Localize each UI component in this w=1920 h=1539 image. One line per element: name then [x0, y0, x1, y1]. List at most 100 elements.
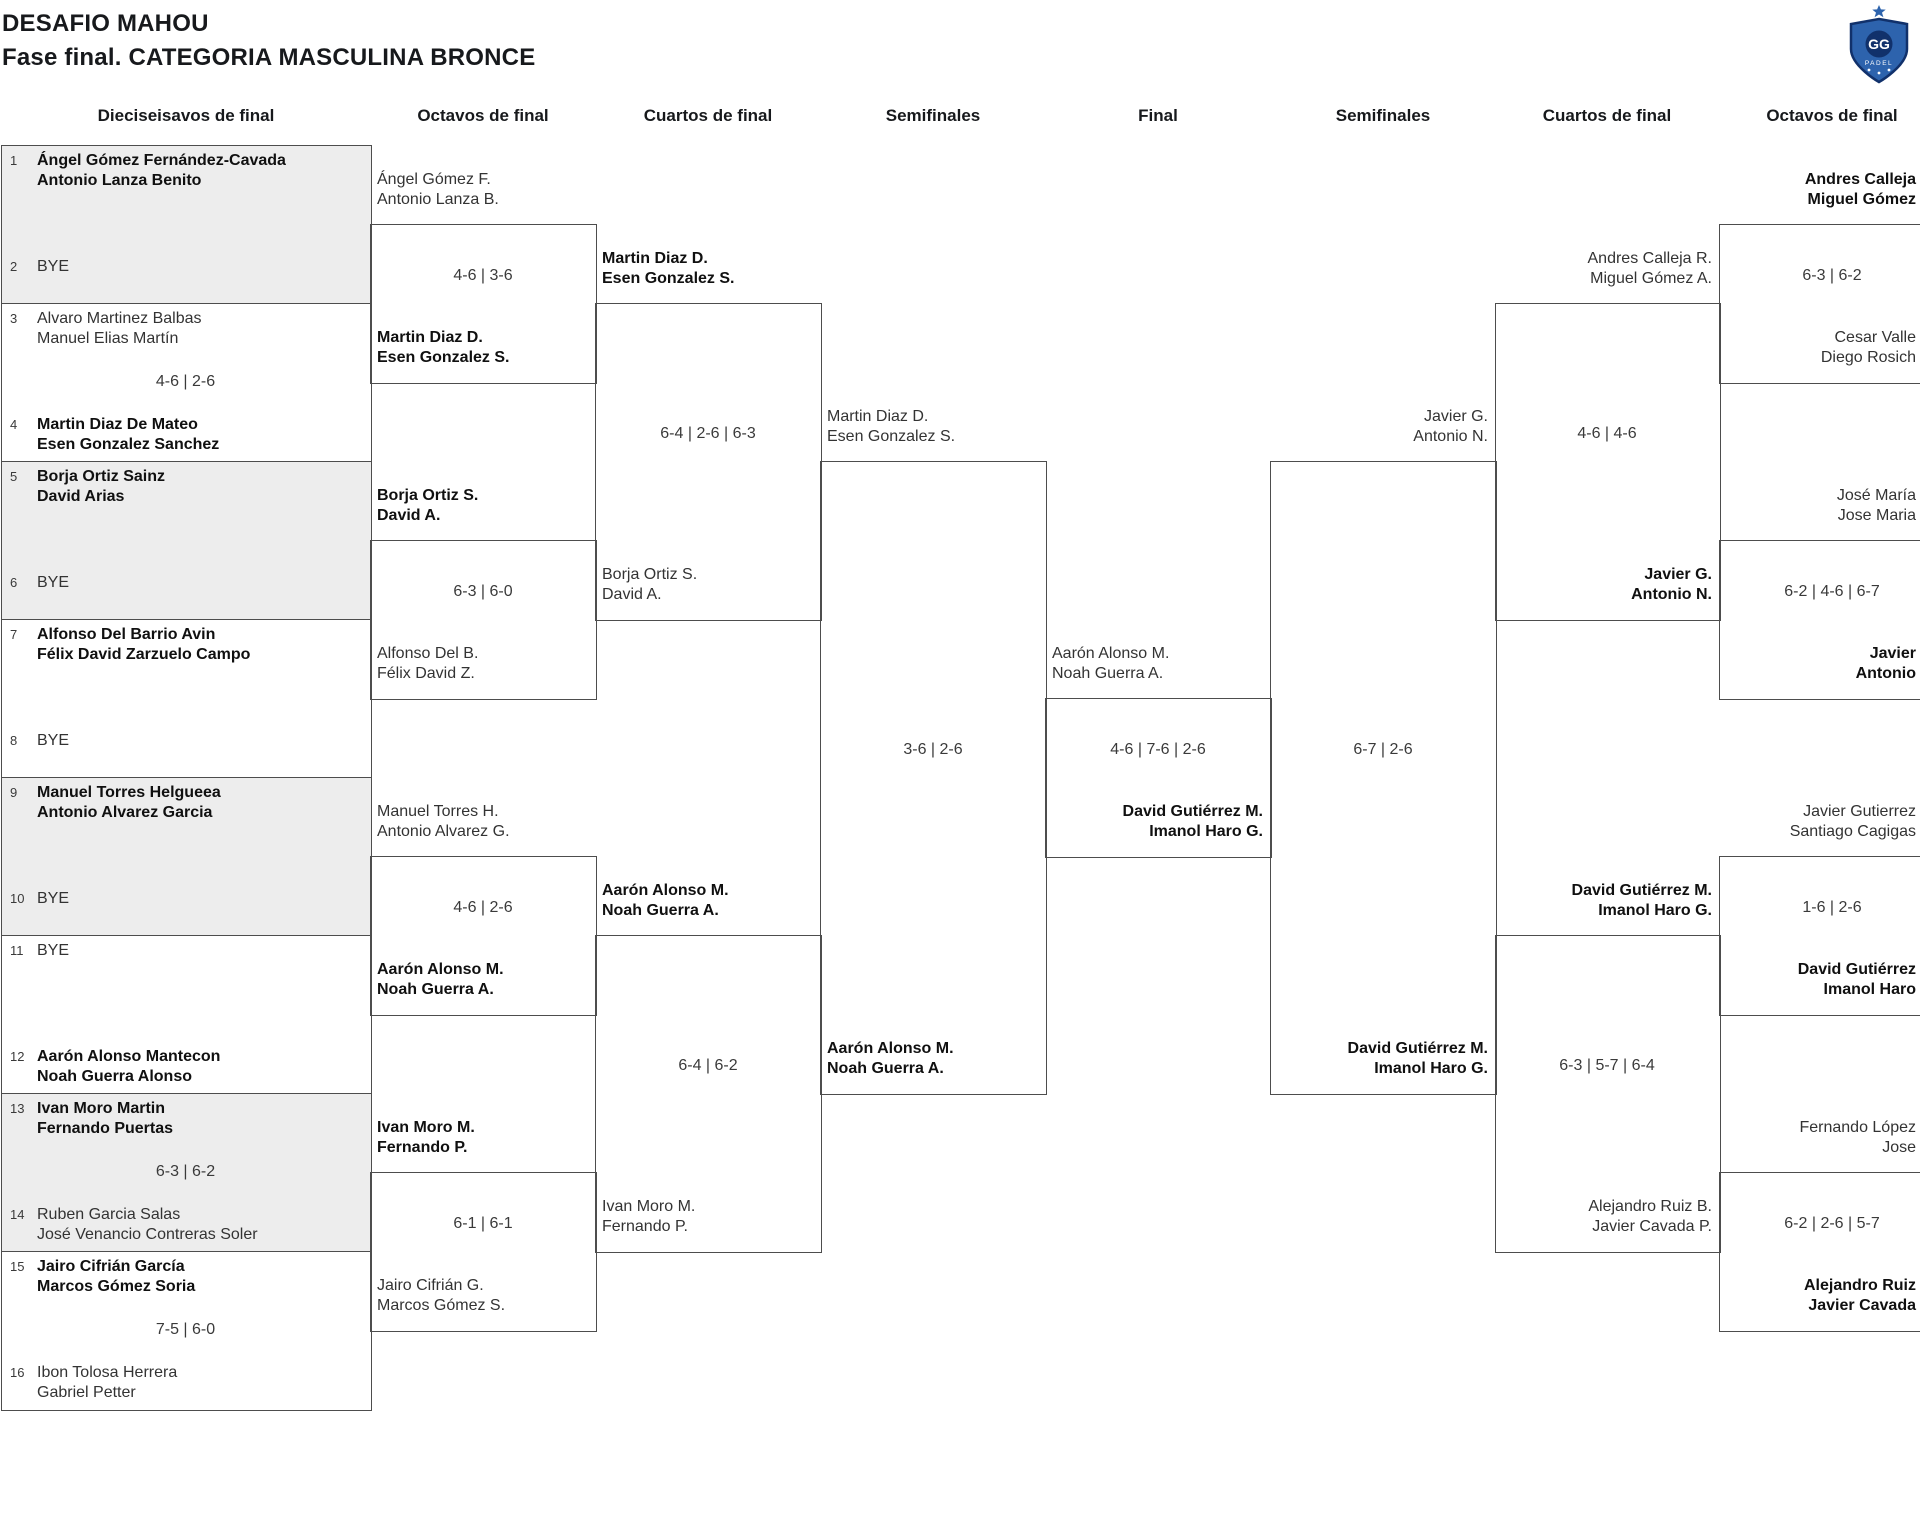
- match-score: 6-1 | 6-1: [453, 1215, 513, 1232]
- round-header: Cuartos de final: [643, 106, 773, 125]
- match-score: 6-4 | 6-2: [678, 1057, 738, 1074]
- logo-dot: [1867, 68, 1871, 72]
- seed-number: 8: [10, 733, 18, 748]
- match-box: [1, 461, 372, 621]
- match-score: 6-3 | 5-7 | 6-4: [1559, 1057, 1655, 1074]
- bye-label: BYE: [37, 574, 70, 591]
- logo-dot: [1887, 68, 1891, 72]
- team-name: Javier G.Antonio N.: [1631, 566, 1712, 603]
- round-header: Dieciseisavos de final: [97, 106, 275, 125]
- team-name: Javier G.Antonio N.: [1413, 408, 1488, 445]
- tournament-title: DESAFIO MAHOU: [2, 10, 209, 37]
- team-name: Alfonso Del B.Félix David Z.: [377, 645, 479, 682]
- match-score: 6-3 | 6-2: [1802, 267, 1862, 284]
- match-connector: [820, 461, 1047, 1095]
- team-name: David Gutiérrez M.Imanol Haro G.: [1347, 1040, 1488, 1077]
- team-name: Andres Calleja R.Miguel Gómez A.: [1587, 250, 1713, 287]
- match-score: 4-6 | 3-6: [453, 267, 513, 284]
- seed-number: 7: [10, 627, 18, 642]
- seed-number: 9: [10, 785, 18, 800]
- team-name: Martin Diaz D.Esen Gonzalez S.: [377, 329, 510, 366]
- team-name: Manuel Torres H.Antonio Alvarez G.: [377, 803, 510, 840]
- match-score: 6-4 | 2-6 | 6-3: [660, 425, 756, 442]
- match-box: [1, 1093, 372, 1253]
- match-box: [1, 145, 372, 305]
- team-name: Martin Diaz D.Esen Gonzalez S.: [602, 250, 735, 287]
- seed-number: 12: [10, 1049, 25, 1064]
- match-box: [1, 935, 372, 1095]
- bye-label: BYE: [37, 732, 70, 749]
- seed-number: 1: [10, 153, 18, 168]
- seed-number: 2: [10, 259, 18, 274]
- seed-number: 14: [10, 1207, 25, 1222]
- team-name: Ángel Gómez F.Antonio Lanza B.: [377, 171, 499, 208]
- seed-number: 11: [10, 943, 24, 958]
- match-score: 6-2 | 4-6 | 6-7: [1784, 583, 1880, 600]
- match-box: [1, 1251, 372, 1411]
- logo-badge-circle: [1865, 30, 1893, 58]
- match-score: 6-7 | 2-6: [1353, 741, 1413, 758]
- match-score: 3-6 | 2-6: [903, 741, 963, 758]
- shield-logo-icon: GG PADEL: [1849, 5, 1909, 84]
- logo-dot: [1877, 71, 1881, 75]
- match-connector: [370, 856, 597, 1016]
- match-connector: [370, 224, 597, 384]
- seed-number: 6: [10, 575, 18, 590]
- team-name: Borja Ortiz S.David A.: [377, 487, 479, 524]
- match-score: 1-6 | 2-6: [1802, 899, 1862, 916]
- final-connector: [1045, 698, 1272, 858]
- team-name: Ivan Moro M.Fernando P.: [377, 1119, 475, 1156]
- team-name: David Gutiérrez M.Imanol Haro G.: [1571, 882, 1712, 919]
- seed-number: 10: [10, 891, 25, 906]
- bye-label: BYE: [37, 258, 70, 275]
- logo-initials: GG: [1868, 36, 1890, 52]
- team-name: Martin Diaz D.Esen Gonzalez S.: [827, 408, 956, 445]
- match-box: [1, 777, 372, 937]
- seed-number: 13: [10, 1101, 25, 1116]
- round-header: Octavos de final: [417, 106, 549, 125]
- seed-number: 4: [10, 417, 18, 432]
- team-name: Aarón Alonso M.Noah Guerra A.: [377, 961, 504, 998]
- team-name: Alejandro Ruiz B.Javier Cavada P.: [1588, 1198, 1712, 1235]
- match-score: 4-6 | 4-6: [1577, 425, 1637, 442]
- bye-label: BYE: [37, 890, 70, 907]
- match-score: 4-6 | 2-6: [155, 373, 216, 390]
- match-score: 7-5 | 6-0: [155, 1321, 216, 1338]
- match-score: 6-2 | 2-6 | 5-7: [1784, 1215, 1880, 1232]
- round-header: Semifinales: [885, 106, 981, 125]
- team-name: Ivan Moro M.Fernando P.: [602, 1198, 696, 1235]
- finalist-left: Aarón Alonso M.Noah Guerra A.: [1052, 645, 1170, 682]
- tournament-subtitle: Fase final. CATEGORIA MASCULINA BRONCE: [2, 44, 536, 71]
- finalist-right: David Gutiérrez M.Imanol Haro G.: [1122, 803, 1263, 840]
- final-score: 4-6 | 7-6 | 2-6: [1110, 741, 1206, 758]
- match-box: [1, 619, 372, 779]
- team-name: Jairo Cifrián G.Marcos Gómez S.: [377, 1277, 506, 1314]
- match-connector: [1719, 224, 1920, 384]
- bye-label: BYE: [37, 942, 70, 959]
- match-connector: [1270, 461, 1497, 1095]
- team-name: Aarón Alonso M.Noah Guerra A.: [602, 882, 729, 919]
- seed-number: 3: [10, 311, 18, 326]
- seed-number: 16: [10, 1365, 25, 1380]
- round-header: Final: [1138, 106, 1178, 125]
- team-name: Aarón Alonso M.Noah Guerra A.: [827, 1040, 954, 1077]
